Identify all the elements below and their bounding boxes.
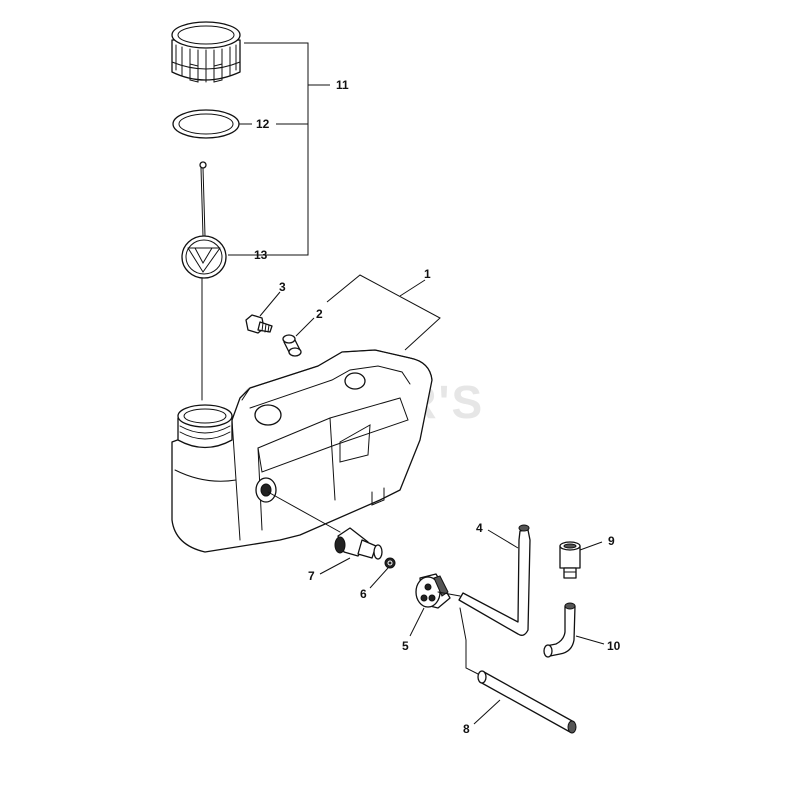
o-ring-gasket-icon [172, 109, 240, 139]
return-hose-icon [543, 602, 576, 658]
strainer-filter-icon [181, 161, 227, 401]
fuel-tank-icon [171, 349, 433, 553]
callout-6: 6 [360, 587, 367, 601]
callout-3: 3 [279, 280, 286, 294]
callout-11: 11 [336, 78, 349, 92]
callout-7: 7 [308, 569, 315, 583]
callout-2: 2 [316, 307, 323, 321]
fuel-cap-icon [171, 21, 241, 83]
plug-icon [384, 557, 396, 569]
callout-13: 13 [254, 248, 268, 262]
callout-8: 8 [463, 722, 470, 736]
fuel-filter-icon [559, 541, 581, 579]
callout-12: 12 [256, 117, 270, 131]
callout-1: 1 [424, 267, 431, 281]
callout-10: 10 [607, 639, 621, 653]
callout-4: 4 [476, 521, 483, 535]
screw-icon [245, 314, 273, 334]
callout-9: 9 [608, 534, 615, 548]
grommet-icon [334, 527, 383, 560]
callout-5: 5 [402, 639, 409, 653]
fuel-pipe-icon [437, 524, 531, 636]
joint-fitting-icon [415, 573, 451, 609]
suction-hose-icon [459, 607, 577, 734]
collar-icon [282, 334, 302, 357]
leader-lines [228, 42, 605, 725]
